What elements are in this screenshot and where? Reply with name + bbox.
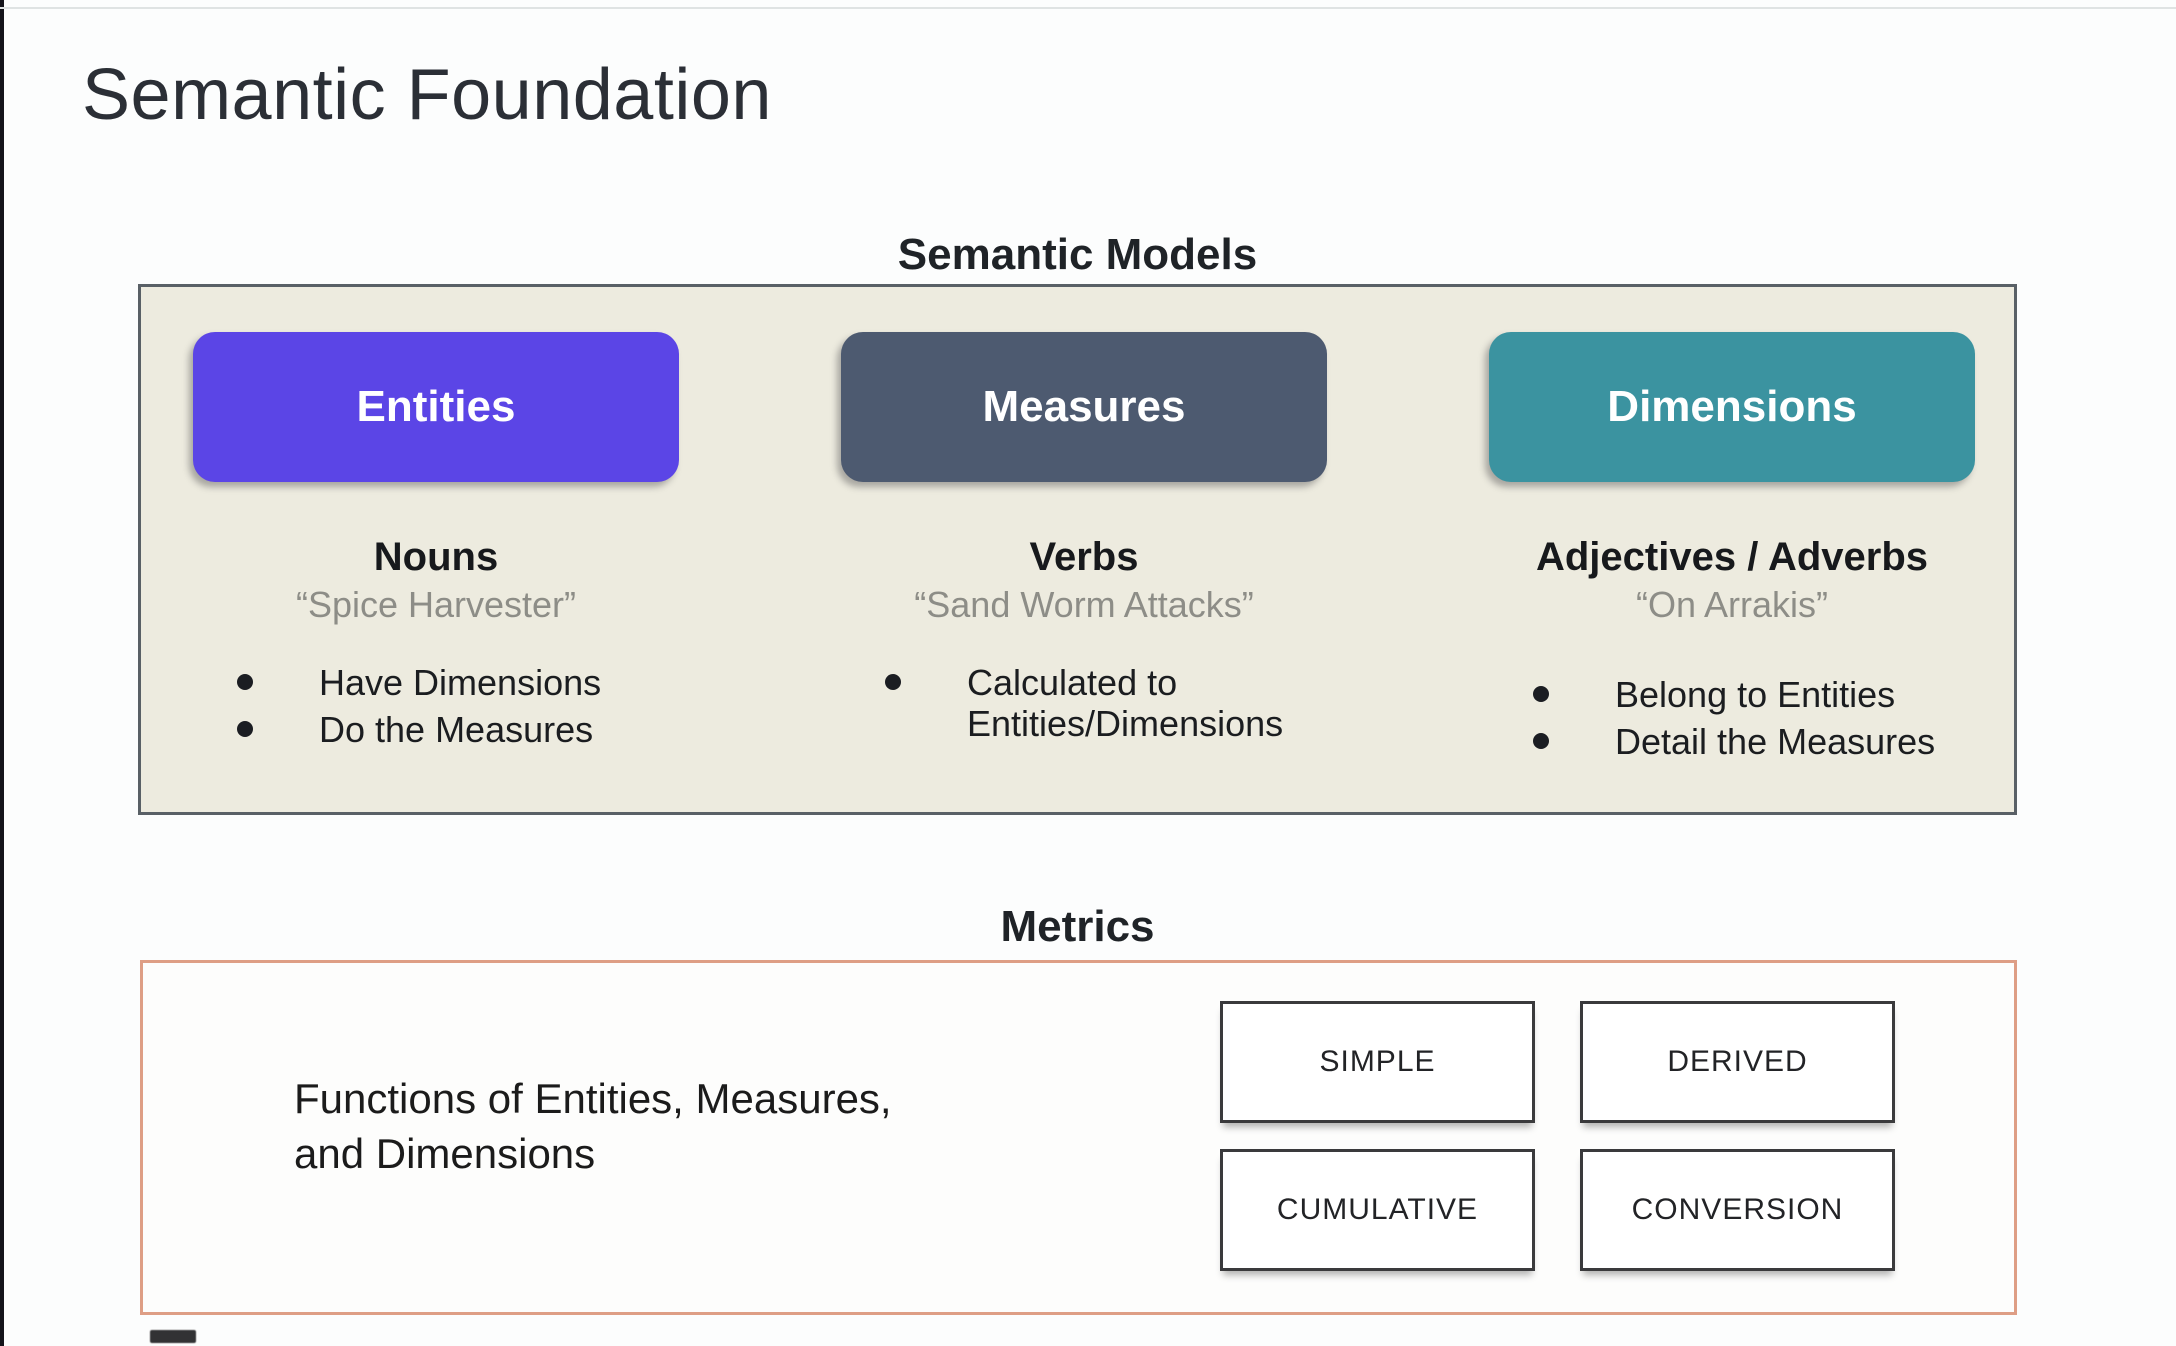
entities-example-quote: “Spice Harvester”	[295, 584, 577, 625]
entities-box: Entities	[193, 332, 679, 482]
semantic-models-heading: Semantic Models	[897, 230, 1258, 279]
dimensions-box: Dimensions	[1489, 332, 1975, 482]
metric-type-cumulative: CUMULATIVE	[1220, 1149, 1535, 1271]
bullet-dot-icon	[237, 720, 253, 737]
measures-bullet-list: Calculated to Entities/Dimensions	[841, 662, 1327, 744]
bullet-text: Have Dimensions	[319, 661, 602, 703]
bullet-text: Calculated to Entities/Dimensions	[967, 661, 1284, 744]
bullet-text: Belong to Entities	[1615, 673, 1896, 715]
metric-type-conversion: CONVERSION	[1580, 1149, 1895, 1271]
metrics-description: Functions of Entities, Measures, and Dim…	[294, 1071, 892, 1182]
bullet-dot-icon	[237, 673, 253, 690]
measures-role-label: Verbs	[1029, 535, 1139, 579]
list-item: Detail the Measures	[1489, 721, 1975, 762]
dimensions-example-quote: “On Arrakis”	[1635, 584, 1829, 625]
list-item: Have Dimensions	[193, 662, 679, 703]
semantic-models-panel: Entities Nouns “Spice Harvester” Have Di…	[138, 284, 2017, 815]
bullet-text: Detail the Measures	[1615, 720, 1936, 762]
bullet-dot-icon	[1533, 685, 1549, 702]
top-frame-line	[0, 7, 2176, 9]
bullet-text: Do the Measures	[319, 708, 594, 750]
metric-type-simple: SIMPLE	[1220, 1001, 1535, 1123]
dimensions-bullet-list: Belong to Entities Detail the Measures	[1489, 674, 1975, 762]
slide-title: Semantic Foundation	[82, 55, 772, 135]
metrics-heading: Metrics	[1000, 902, 1155, 951]
dimensions-role-label: Adjectives / Adverbs	[1535, 535, 1928, 579]
bullet-dot-icon	[885, 673, 901, 690]
entities-role-label: Nouns	[373, 535, 499, 579]
bullet-dot-icon	[1533, 732, 1549, 749]
metric-type-derived: DERIVED	[1580, 1001, 1895, 1123]
measures-box: Measures	[841, 332, 1327, 482]
entities-bullet-list: Have Dimensions Do the Measures	[193, 662, 679, 750]
measures-column: Measures Verbs “Sand Worm Attacks” Calcu…	[841, 332, 1327, 750]
entities-column: Entities Nouns “Spice Harvester” Have Di…	[193, 332, 679, 756]
bottom-left-artifact	[150, 1330, 196, 1343]
list-item: Calculated to Entities/Dimensions	[841, 662, 1327, 744]
metrics-description-line2: and Dimensions	[294, 1130, 596, 1178]
left-frame-edge	[0, 0, 4, 1346]
list-item: Belong to Entities	[1489, 674, 1975, 715]
dimensions-column: Dimensions Adjectives / Adverbs “On Arra…	[1489, 332, 1975, 768]
metrics-description-line1: Functions of Entities, Measures,	[294, 1075, 892, 1122]
list-item: Do the Measures	[193, 709, 679, 750]
measures-example-quote: “Sand Worm Attacks”	[914, 584, 1254, 625]
metrics-panel: Functions of Entities, Measures, and Dim…	[140, 960, 2017, 1315]
